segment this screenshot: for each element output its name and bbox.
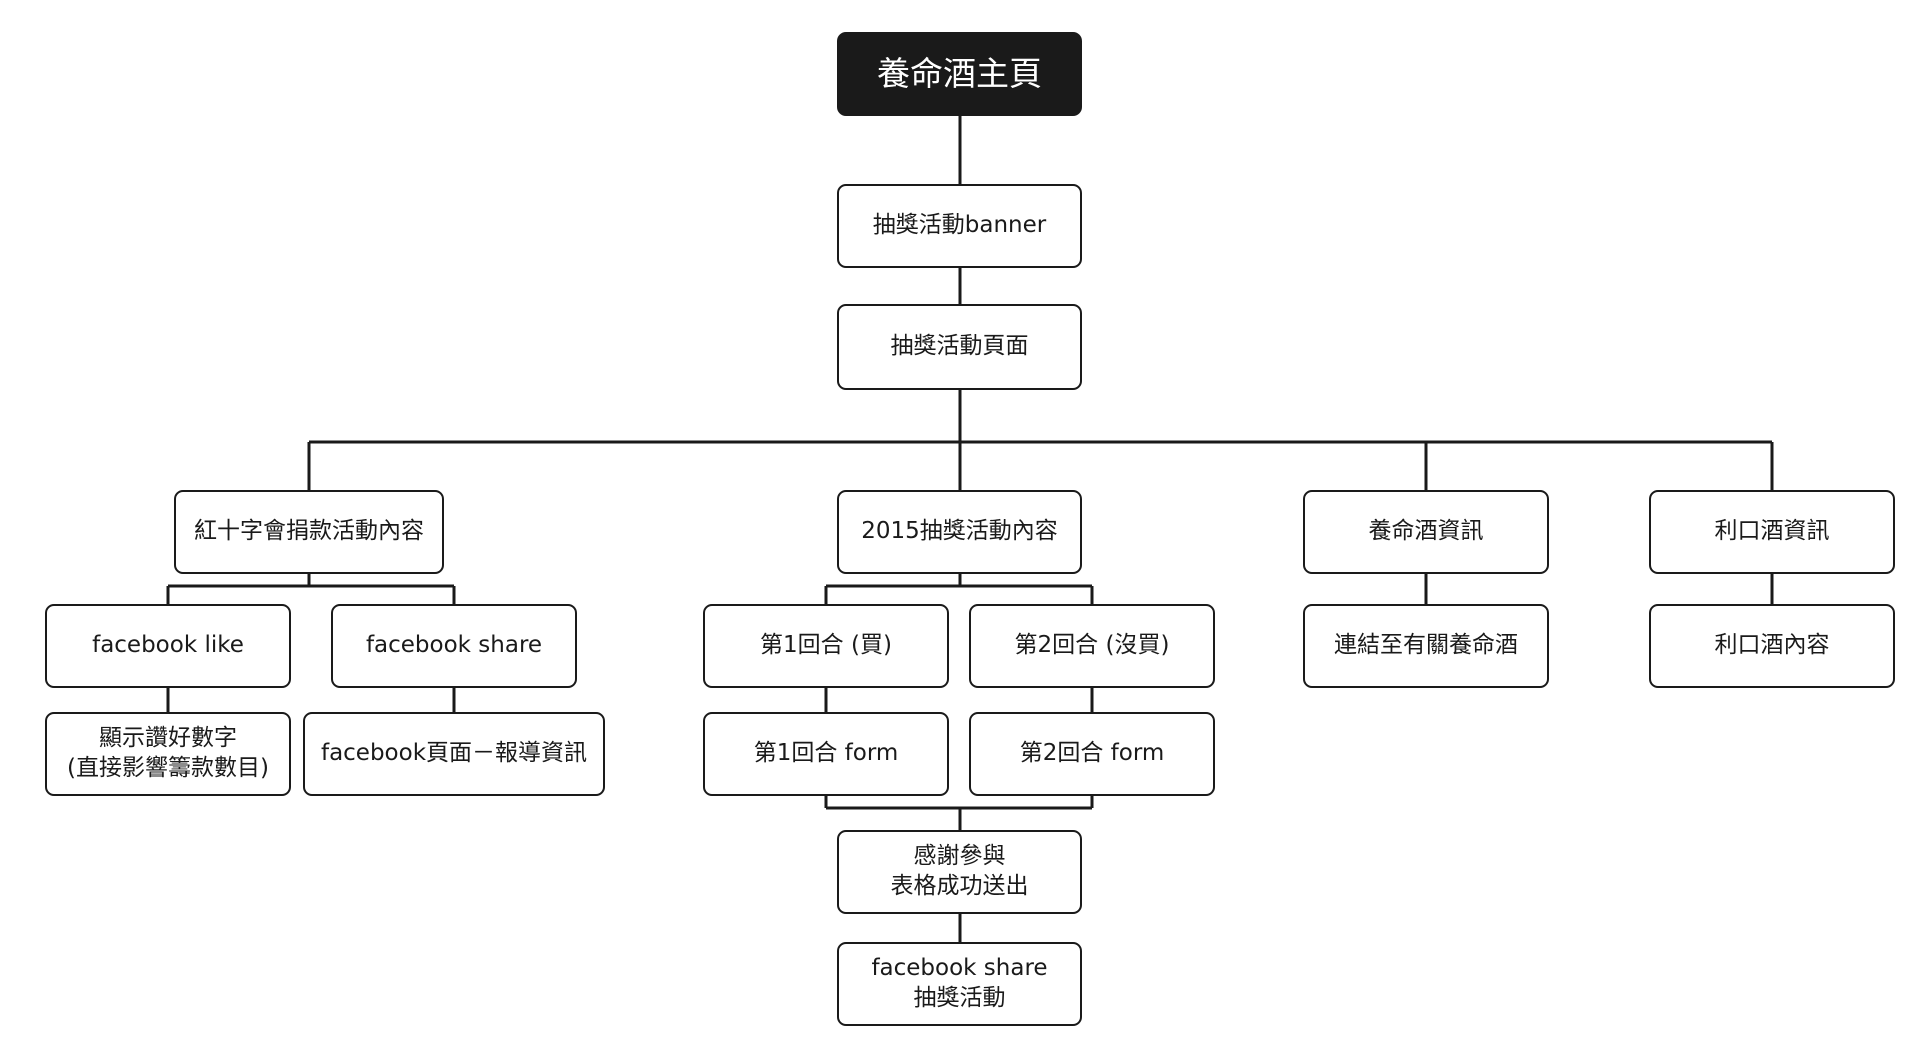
share-lottery-node: facebook share 抽獎活動: [837, 942, 1082, 1026]
liqueur-content-node: 利口酒內容: [1649, 604, 1895, 688]
round1-node: 第1回合 (買): [703, 604, 949, 688]
yomeishu-info-node: 養命酒資訊: [1303, 490, 1549, 574]
facebook-like-node: facebook like: [45, 604, 291, 688]
banner-node: 抽獎活動banner: [837, 184, 1082, 268]
like-count-node: 顯示讚好數字 (直接影響籌款數目): [45, 712, 291, 796]
facebook-report-node: facebook頁面－報導資訊: [303, 712, 605, 796]
lottery-page-node: 抽獎活動頁面: [837, 304, 1082, 390]
facebook-share-node: facebook share: [331, 604, 577, 688]
round1-form-node: 第1回合 form: [703, 712, 949, 796]
yomeishu-link-node: 連結至有關養命酒: [1303, 604, 1549, 688]
thanks-node: 感謝參與 表格成功送出: [837, 830, 1082, 914]
root-node: 養命酒主頁: [837, 32, 1082, 116]
round2-node: 第2回合 (沒買): [969, 604, 1215, 688]
round2-form-node: 第2回合 form: [969, 712, 1215, 796]
liqueur-info-node: 利口酒資訊: [1649, 490, 1895, 574]
red-cross-node: 紅十字會捐款活動內容: [174, 490, 444, 574]
lottery-2015-node: 2015抽獎活動內容: [837, 490, 1082, 574]
